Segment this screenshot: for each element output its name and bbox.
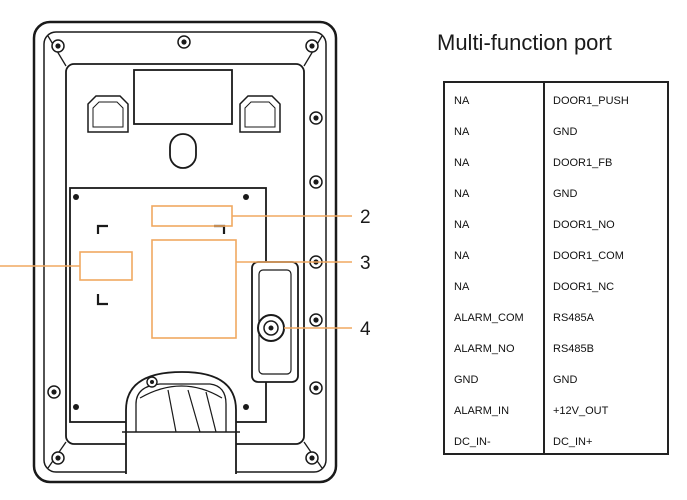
- callout-number-3: 3: [360, 253, 371, 274]
- pin-right: GND: [553, 188, 578, 200]
- bezel-screw: [51, 39, 65, 53]
- cable-exit-screw: [146, 376, 158, 388]
- port-panel-title: Multi-function port: [437, 30, 612, 55]
- port-table-divider: [543, 83, 545, 453]
- pin-right: DOOR1_FB: [553, 157, 613, 169]
- pin-left: NA: [454, 219, 470, 231]
- bezel-screw: [309, 175, 323, 189]
- pin-right: DOOR1_NO: [553, 219, 615, 231]
- hook-slot-right: [239, 95, 281, 133]
- pin-left: DC_IN-: [454, 436, 491, 448]
- pin-left: NA: [454, 95, 470, 107]
- plate-screw-top-right: [243, 194, 249, 200]
- pin-right: DOOR1_COM: [553, 250, 624, 262]
- pin-right: RS485A: [553, 312, 594, 324]
- plate-screw-top-left: [73, 194, 79, 200]
- plate-screw-bottom-left: [73, 404, 79, 410]
- pin-left: ALARM_COM: [454, 312, 524, 324]
- corner-mark-top-left: [96, 224, 108, 234]
- pin-left: NA: [454, 250, 470, 262]
- callout-number-2: 2: [360, 207, 371, 228]
- callout-box-3: [151, 239, 237, 339]
- plate-screw-bottom-right: [243, 404, 249, 410]
- pin-right: DOOR1_NC: [553, 281, 615, 293]
- cable-exit: [125, 371, 237, 474]
- center-oval-slot: [169, 133, 197, 169]
- port-pin-table: NA NA NA NA NA NA NA ALARM_COM ALARM_NO …: [443, 81, 669, 455]
- hook-slot-right-inner: [244, 101, 276, 128]
- callout-number-4: 4: [360, 319, 371, 340]
- label-recess: [133, 69, 233, 125]
- cable-exit-inner: [135, 383, 227, 432]
- hook-slot-left-inner: [92, 101, 124, 128]
- cable-exit-arch: [139, 385, 223, 399]
- bezel-screw: [177, 35, 191, 49]
- pin-left: NA: [454, 188, 470, 200]
- cable-exit-rib: [187, 389, 201, 433]
- pin-left: ALARM_NO: [454, 343, 515, 355]
- bezel-screw: [47, 385, 61, 399]
- pin-left: GND: [454, 374, 479, 386]
- pin-right: RS485B: [553, 343, 594, 355]
- pin-left: ALARM_IN: [454, 405, 510, 417]
- bezel-screw: [309, 313, 323, 327]
- bezel-screw: [309, 381, 323, 395]
- bezel-screw: [51, 451, 65, 465]
- pin-left: NA: [454, 157, 470, 169]
- cable-exit-rib: [205, 391, 217, 433]
- cable-exit-rib: [167, 389, 177, 433]
- bezel-screw: [309, 111, 323, 125]
- pin-right: DOOR1_PUSH: [553, 95, 629, 107]
- pin-right: GND: [553, 126, 578, 138]
- pin-right: GND: [553, 374, 578, 386]
- hook-slot-left: [87, 95, 129, 133]
- pin-left: NA: [454, 126, 470, 138]
- bezel-screw: [305, 451, 319, 465]
- bezel-screw: [305, 39, 319, 53]
- corner-mark-bottom-left: [96, 294, 108, 306]
- pin-right: DC_IN+: [553, 436, 593, 448]
- device-rear-view: 2 3 4: [0, 20, 371, 484]
- pin-right: +12V_OUT: [553, 405, 609, 417]
- pin-left: NA: [454, 281, 470, 293]
- tamper-switch: [257, 314, 285, 342]
